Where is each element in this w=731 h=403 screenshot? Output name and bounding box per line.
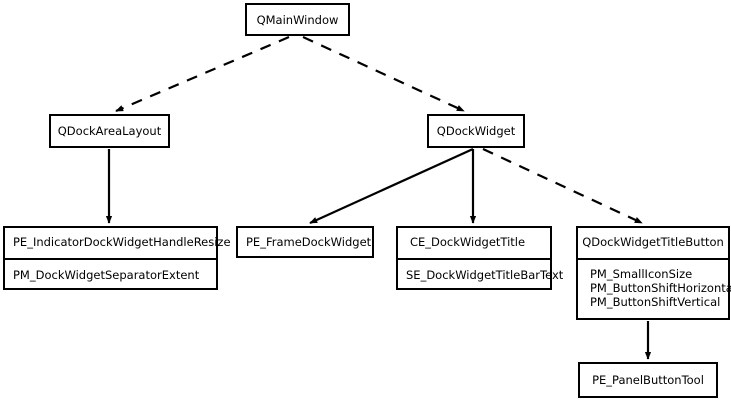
node-members-section: PM_SmallIconSize PM_ButtonShiftHorizonta… — [578, 257, 731, 309]
node-ce-dockwidgettitle[interactable]: CE_DockWidgetTitle SE_DockWidgetTitleBar… — [396, 226, 564, 290]
edge-qdockwidget-qdockwidgettitlebutton — [482, 148, 643, 224]
node-members-section: PM_DockWidgetSeparatorExtent — [5, 257, 216, 282]
node-title: QDockAreaLayout — [57, 124, 162, 138]
node-title: QDockWidget — [436, 124, 516, 138]
node-title: QMainWindow — [256, 13, 339, 27]
node-pe-framedockwidget[interactable]: PE_FrameDockWidget — [236, 226, 374, 258]
edge-qdockwidget-pe-framedockwidget — [309, 147, 474, 225]
node-title: QDockWidgetTitleButton — [582, 235, 724, 249]
edge-qmainwindow-qdockarealayout — [115, 35, 290, 113]
node-member: PM_SmallIconSize — [590, 266, 693, 281]
node-title: CE_DockWidgetTitle — [410, 235, 526, 249]
node-qdockwidgettitlebutton[interactable]: QDockWidgetTitleButton PM_SmallIconSize … — [576, 226, 731, 320]
node-title: PE_IndicatorDockWidgetHandleResize — [13, 235, 231, 249]
node-pe-indicatordockwidgethandleresize[interactable]: PE_IndicatorDockWidgetHandleResize PM_Do… — [3, 226, 231, 290]
edge-qmainwindow-qdockwidget — [302, 36, 465, 112]
node-member: SE_DockWidgetTitleBarText — [406, 267, 564, 282]
node-qdockarealayout[interactable]: QDockAreaLayout — [49, 114, 170, 148]
node-title: PE_FrameDockWidget — [246, 235, 372, 249]
node-pe-panelbuttontool[interactable]: PE_PanelButtonTool — [578, 362, 718, 398]
node-qmainwindow[interactable]: QMainWindow — [245, 3, 350, 36]
node-member: PM_ButtonShiftHorizontal — [590, 280, 731, 295]
node-member: PM_ButtonShiftVertical — [590, 294, 721, 309]
node-title: PE_PanelButtonTool — [592, 373, 704, 387]
node-members-section: SE_DockWidgetTitleBarText — [398, 257, 564, 282]
node-member: PM_DockWidgetSeparatorExtent — [13, 267, 200, 282]
node-qdockwidget[interactable]: QDockWidget — [427, 114, 525, 148]
